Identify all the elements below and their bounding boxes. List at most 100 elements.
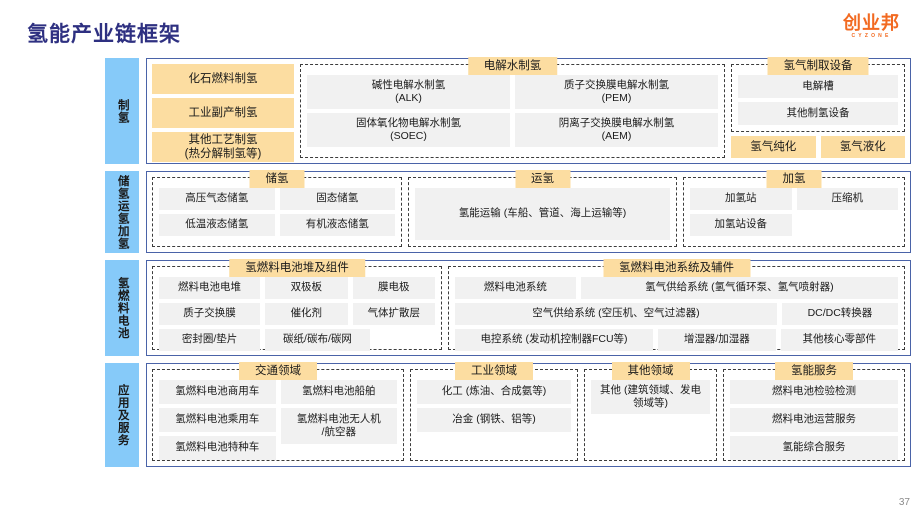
- row: 质子交换膜 催化剂 气体扩散层: [159, 303, 436, 325]
- item-chemical-industry[interactable]: 化工 (炼油、合成氨等): [417, 380, 571, 404]
- item-carbon-paper-cloth-mesh[interactable]: 碳纸/碳布/碳网: [265, 329, 370, 351]
- item-metallurgy[interactable]: 冶金 (钢铁、铝等): [417, 408, 571, 432]
- group-title-other-sectors: 其他领域: [611, 362, 690, 381]
- group-title-hydrogen-services: 氢能服务: [775, 362, 853, 381]
- row-purification-liquefaction: 氢气纯化 氢气液化: [731, 135, 905, 158]
- item-soec[interactable]: 固体氧化物电解水制氢 (SOEC): [307, 113, 510, 147]
- item-fc-passenger-vehicle[interactable]: 氢燃料电池乘用车: [159, 408, 276, 432]
- row: 高压气态储氢 固态储氢: [159, 188, 395, 210]
- group-title-hydrogen-transport: 运氢: [515, 170, 570, 189]
- band-hydrogen-production: 制氢 化石燃料制氢 工业副产制氢 其他工艺制氢 (热分解制氢等) 电解水制氢 碱…: [105, 57, 911, 164]
- item-refueling-station[interactable]: 加氢站: [690, 188, 792, 210]
- item-gas-diffusion-layer[interactable]: 气体扩散层: [352, 303, 436, 325]
- item-catalyst[interactable]: 催化剂: [265, 303, 348, 325]
- item-other-core-components[interactable]: 其他核心零部件: [780, 329, 898, 351]
- item-fc-ship[interactable]: 氢燃料电池船舶: [280, 380, 397, 404]
- item-pem[interactable]: 质子交换膜电解水制氢 (PEM): [515, 75, 718, 109]
- item-fc-special-vehicle[interactable]: 氢燃料电池特种车: [159, 436, 276, 460]
- item-empty: [281, 448, 398, 472]
- group-hydrogen-refueling: 加氢 加氢站 压缩机 加氢站设备: [683, 170, 905, 247]
- item-seal-gasket[interactable]: 密封圈/垫片: [159, 329, 261, 351]
- item-fuel-cell-stack[interactable]: 燃料电池电堆: [159, 277, 261, 299]
- item-fossil-fuel-hydrogen[interactable]: 化石燃料制氢: [152, 64, 294, 94]
- logo-latin-text: CYZONE: [851, 33, 892, 39]
- item-cryogenic-liquid-storage[interactable]: 低温液态储氢: [159, 214, 275, 236]
- item-empty: [591, 418, 710, 454]
- item-electrolyzer[interactable]: 电解槽: [738, 75, 898, 98]
- logo-chinese-text: 创业邦: [843, 13, 900, 33]
- item-empty: [417, 436, 571, 460]
- item-organic-liquid-storage[interactable]: 有机液态储氢: [279, 214, 395, 236]
- group-other-sectors: 其他领域 其他 (建筑领域、发电领域等): [584, 362, 717, 461]
- item-membrane-electrode[interactable]: 膜电极: [352, 277, 436, 299]
- group-title-hydrogen-production-equipment: 氢气制取设备: [767, 57, 869, 76]
- item-proton-exchange-membrane[interactable]: 质子交换膜: [159, 303, 261, 325]
- group-hydrogen-production-equipment-wrapper: 氢气制取设备 电解槽 其他制氢设备 氢气纯化 氢气液化: [731, 57, 905, 158]
- item-other-production-equipment[interactable]: 其他制氢设备: [738, 101, 898, 125]
- item-electronic-control-system[interactable]: 电控系统 (发动机控制器FCU等): [455, 329, 654, 351]
- band-body-hydrogen-production: 化石燃料制氢 工业副产制氢 其他工艺制氢 (热分解制氢等) 电解水制氢 碱性电解…: [146, 57, 911, 164]
- item-air-supply-system[interactable]: 空气供给系统 (空压机、空气过滤器): [455, 303, 777, 325]
- page-title: 氢能产业链框架: [27, 23, 181, 46]
- band-label-applications-services: 应用及服务: [105, 363, 139, 467]
- band-body-storage-transport-refueling: 储氢 高压气态储氢 固态储氢 低温液态储氢 有机液态储氢 运氢 氢能运输 (车船…: [146, 170, 911, 253]
- item-hydrogen-purification[interactable]: 氢气纯化: [731, 135, 816, 158]
- item-alk[interactable]: 碱性电解水制氢 (ALK): [307, 75, 510, 109]
- band-label-storage-transport-refueling: 储氢运氢加氢: [105, 171, 139, 253]
- row: 密封圈/垫片 碳纸/碳布/碳网: [159, 329, 435, 351]
- item-industrial-byproduct-hydrogen[interactable]: 工业副产制氢: [152, 98, 294, 128]
- row: 加氢站设备: [690, 214, 898, 236]
- item-refueling-station-equipment[interactable]: 加氢站设备: [690, 214, 792, 236]
- item-hydrogen-transport-modes[interactable]: 氢能运输 (车船、管道、海上运输等): [415, 188, 670, 240]
- item-fc-operation-service[interactable]: 燃料电池运营服务: [730, 408, 898, 432]
- group-title-hydrogen-storage: 储氢: [249, 170, 305, 189]
- band-body-fuel-cell: 氢燃料电池堆及组件 燃料电池电堆 双极板 膜电极 质子交换膜 催化剂 气体扩散层…: [146, 259, 911, 356]
- item-humidifier[interactable]: 增湿器/加湿器: [658, 329, 776, 351]
- row: 燃料电池系统 氢气供给系统 (氢气循环泵、氢气喷射器): [455, 277, 898, 299]
- item-fc-commercial-vehicle[interactable]: 氢燃料电池商用车: [159, 380, 276, 404]
- group-title-water-electrolysis: 电解水制氢: [467, 57, 558, 76]
- group-title-fuel-cell-stack-components: 氢燃料电池堆及组件: [229, 259, 365, 278]
- hydrogen-value-chain-diagram: 制氢 化石燃料制氢 工业副产制氢 其他工艺制氢 (热分解制氢等) 电解水制氢 碱…: [105, 57, 911, 506]
- group-title-fuel-cell-system-auxiliaries: 氢燃料电池系统及辅件: [603, 259, 750, 278]
- item-fc-inspection-testing[interactable]: 燃料电池检验检测: [730, 380, 898, 404]
- transportation-column-right: 氢燃料电池船舶 氢燃料电池无人机 /航空器: [280, 380, 397, 454]
- item-other-building-power[interactable]: 其他 (建筑领域、发电领域等): [591, 380, 710, 414]
- item-hydrogen-supply-system[interactable]: 氢气供给系统 (氢气循环泵、氢气喷射器): [580, 277, 898, 299]
- item-dcdc-converter[interactable]: DC/DC转换器: [781, 303, 898, 325]
- band-applications-services: 应用及服务 交通领域 氢燃料电池商用车 氢燃料电池乘用车 氢燃料电池特种车 氢燃…: [105, 362, 911, 467]
- band-label-hydrogen-production: 制氢: [105, 58, 139, 164]
- row: 碱性电解水制氢 (ALK) 质子交换膜电解水制氢 (PEM): [307, 75, 718, 109]
- item-high-pressure-gas-storage[interactable]: 高压气态储氢: [159, 188, 275, 210]
- group-fuel-cell-system-auxiliaries: 氢燃料电池系统及辅件 燃料电池系统 氢气供给系统 (氢气循环泵、氢气喷射器) 空…: [448, 259, 905, 351]
- band-body-applications-services: 交通领域 氢燃料电池商用车 氢燃料电池乘用车 氢燃料电池特种车 氢燃料电池船舶 …: [146, 362, 911, 467]
- band-storage-transport-refueling: 储氢运氢加氢 储氢 高压气态储氢 固态储氢 低温液态储氢 有机液态储氢 运氢 氢…: [105, 170, 911, 253]
- transportation-columns: 氢燃料电池商用车 氢燃料电池乘用车 氢燃料电池特种车 氢燃料电池船舶 氢燃料电池…: [159, 380, 397, 460]
- item-other-process-hydrogen[interactable]: 其他工艺制氢 (热分解制氢等): [152, 132, 294, 162]
- item-aem[interactable]: 阴离子交换膜电解水制氢 (AEM): [515, 113, 718, 147]
- row: 低温液态储氢 有机液态储氢: [159, 214, 395, 236]
- item-fc-uav-aircraft[interactable]: 氢燃料电池无人机 /航空器: [280, 408, 397, 444]
- group-water-electrolysis: 电解水制氢 碱性电解水制氢 (ALK) 质子交换膜电解水制氢 (PEM) 固体氧…: [300, 57, 725, 158]
- group-hydrogen-production-equipment: 氢气制取设备 电解槽 其他制氢设备: [731, 57, 905, 132]
- group-fuel-cell-stack-components: 氢燃料电池堆及组件 燃料电池电堆 双极板 膜电极 质子交换膜 催化剂 气体扩散层…: [152, 259, 442, 351]
- group-hydrogen-storage: 储氢 高压气态储氢 固态储氢 低温液态储氢 有机液态储氢: [152, 170, 402, 247]
- band-label-fuel-cell: 氢燃料电池: [105, 260, 139, 356]
- item-bipolar-plate[interactable]: 双极板: [265, 277, 348, 299]
- group-industrial-sector: 工业领域 化工 (炼油、合成氨等) 冶金 (钢铁、铝等): [410, 362, 578, 461]
- band-fuel-cell: 氢燃料电池 氢燃料电池堆及组件 燃料电池电堆 双极板 膜电极 质子交换膜 催化剂…: [105, 259, 911, 356]
- item-solid-state-storage[interactable]: 固态储氢: [279, 188, 395, 210]
- group-hydrogen-transport: 运氢 氢能运输 (车船、管道、海上运输等): [408, 170, 677, 247]
- item-fuel-cell-system[interactable]: 燃料电池系统: [455, 277, 576, 299]
- item-integrated-hydrogen-service[interactable]: 氢能综合服务: [730, 436, 898, 460]
- cyzone-logo: 创业邦 CYZONE: [843, 14, 900, 39]
- group-hydrogen-services: 氢能服务 燃料电池检验检测 燃料电池运营服务 氢能综合服务: [723, 362, 905, 461]
- group-title-industrial-sector: 工业领域: [455, 362, 533, 381]
- row: 加氢站 压缩机: [690, 188, 898, 210]
- item-hydrogen-liquefaction[interactable]: 氢气液化: [820, 135, 905, 158]
- row: 固体氧化物电解水制氢 (SOEC) 阴离子交换膜电解水制氢 (AEM): [307, 113, 718, 147]
- group-title-transportation-sector: 交通领域: [239, 362, 317, 381]
- group-fossil-and-other-routes: 化石燃料制氢 工业副产制氢 其他工艺制氢 (热分解制氢等): [152, 64, 294, 162]
- item-compressor[interactable]: 压缩机: [796, 188, 898, 210]
- group-transportation-sector: 交通领域 氢燃料电池商用车 氢燃料电池乘用车 氢燃料电池特种车 氢燃料电池船舶 …: [152, 362, 404, 461]
